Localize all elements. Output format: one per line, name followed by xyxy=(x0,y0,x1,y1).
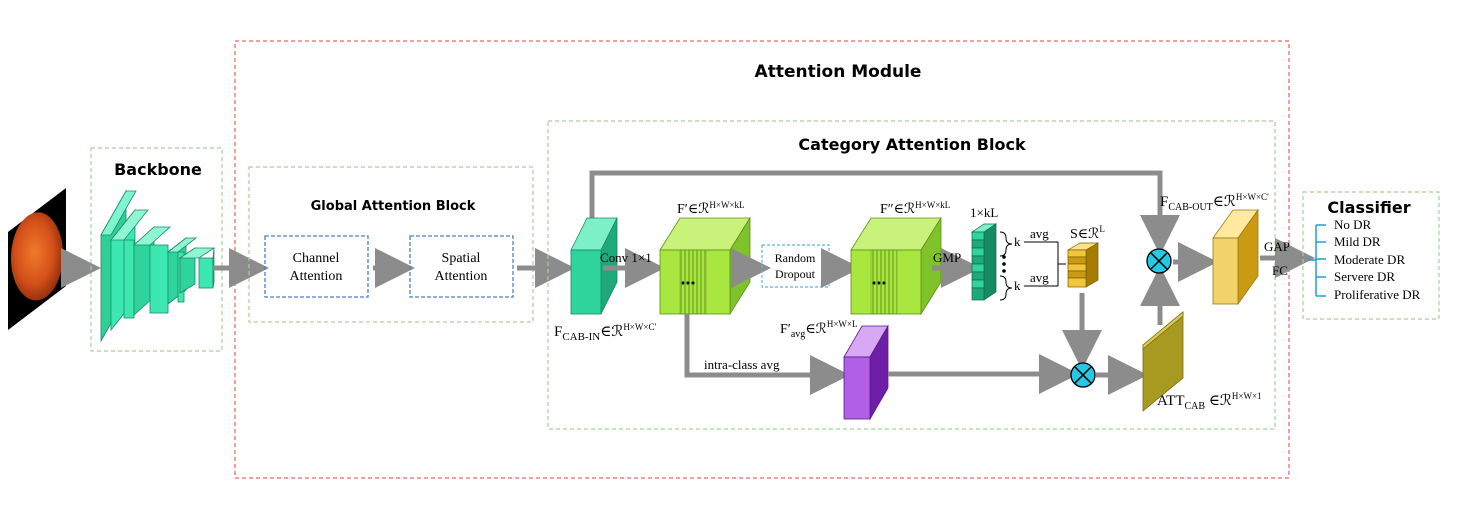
fundus-image xyxy=(8,188,66,330)
multiply-icon-upper xyxy=(1146,248,1172,274)
intra-class-arrow xyxy=(684,314,850,395)
vertical-ellipsis-icon xyxy=(1002,255,1006,273)
spatial-attention-line1: Spatial xyxy=(442,251,481,266)
backbone-frame xyxy=(90,147,223,352)
pooled-vector-stack xyxy=(970,223,998,301)
skip-connection-arrow xyxy=(589,170,1180,255)
cab-title: Category Attention Block xyxy=(798,135,1026,154)
fc-label: FC xyxy=(1272,263,1288,278)
global-attention-title: Global Attention Block xyxy=(311,199,476,214)
channel-attention-line2: Attention xyxy=(290,269,343,284)
one-kl-label: 1×kL xyxy=(970,205,998,220)
dropout-line1: Random xyxy=(775,251,816,265)
class-label-proliferative-dr: Proliferative DR xyxy=(1334,287,1421,302)
att-cab-block xyxy=(1142,311,1184,412)
bracket-top xyxy=(999,231,1013,257)
channel-attention-box xyxy=(264,235,369,298)
f-dprime-block xyxy=(850,216,942,316)
f-prime-label: F′∈ℛH×W×kL xyxy=(677,200,745,217)
s-vector-stack xyxy=(1066,242,1100,288)
global-attention-frame xyxy=(248,166,534,323)
spatial-attention-box xyxy=(409,235,514,298)
s-label: S∈ℛL xyxy=(1070,224,1105,242)
gmp-label: GMP xyxy=(933,250,961,265)
gap-label: GAP xyxy=(1264,239,1290,254)
classifier-title: Classifier xyxy=(1327,198,1410,217)
avg-label-top: avg xyxy=(1030,226,1049,241)
attention-module-frame xyxy=(234,40,1290,479)
f-avg-block xyxy=(843,324,889,421)
backbone-title: Backbone xyxy=(114,160,202,179)
class-label-moderate-dr: Moderate DR xyxy=(1334,252,1405,267)
class-label-no-dr: No DR xyxy=(1334,217,1372,232)
dropout-line2: Dropout xyxy=(775,267,816,281)
k-label-top: k xyxy=(1014,234,1021,249)
conv-label: Conv 1×1 xyxy=(600,250,652,265)
f-dprime-label: F″∈ℛH×W×kL xyxy=(880,200,950,217)
f-cab-in-label: FCAB-IN∈ℛH×W×C′ xyxy=(554,322,656,343)
class-label-mild-dr: Mild DR xyxy=(1334,234,1381,249)
avg-label-bottom: avg xyxy=(1030,270,1049,285)
f-avg-label: F′avg∈ℛH×W×L xyxy=(780,319,858,340)
classifier-bracket xyxy=(1308,224,1326,297)
f-cab-out-block xyxy=(1212,208,1259,306)
att-cab-label: ATTCAB ∈ℛH×W×1 xyxy=(1157,391,1262,412)
f-cab-out-label: FCAB-OUT∈ℛH×W×C′ xyxy=(1160,192,1269,213)
f-prime-block xyxy=(659,216,751,316)
intra-class-label: intra-class avg xyxy=(704,357,780,372)
multiply-icon-lower xyxy=(1070,362,1096,388)
channel-attention-line1: Channel xyxy=(293,251,340,266)
spatial-attention-line2: Attention xyxy=(435,269,488,284)
attention-module-title: Attention Module xyxy=(755,62,922,82)
backbone-layers xyxy=(100,189,216,343)
bracket-bottom xyxy=(999,275,1013,301)
k-label-bottom: k xyxy=(1014,278,1021,293)
classifier-frame xyxy=(1302,191,1440,320)
class-label-severe-dr: Servere DR xyxy=(1334,269,1395,284)
